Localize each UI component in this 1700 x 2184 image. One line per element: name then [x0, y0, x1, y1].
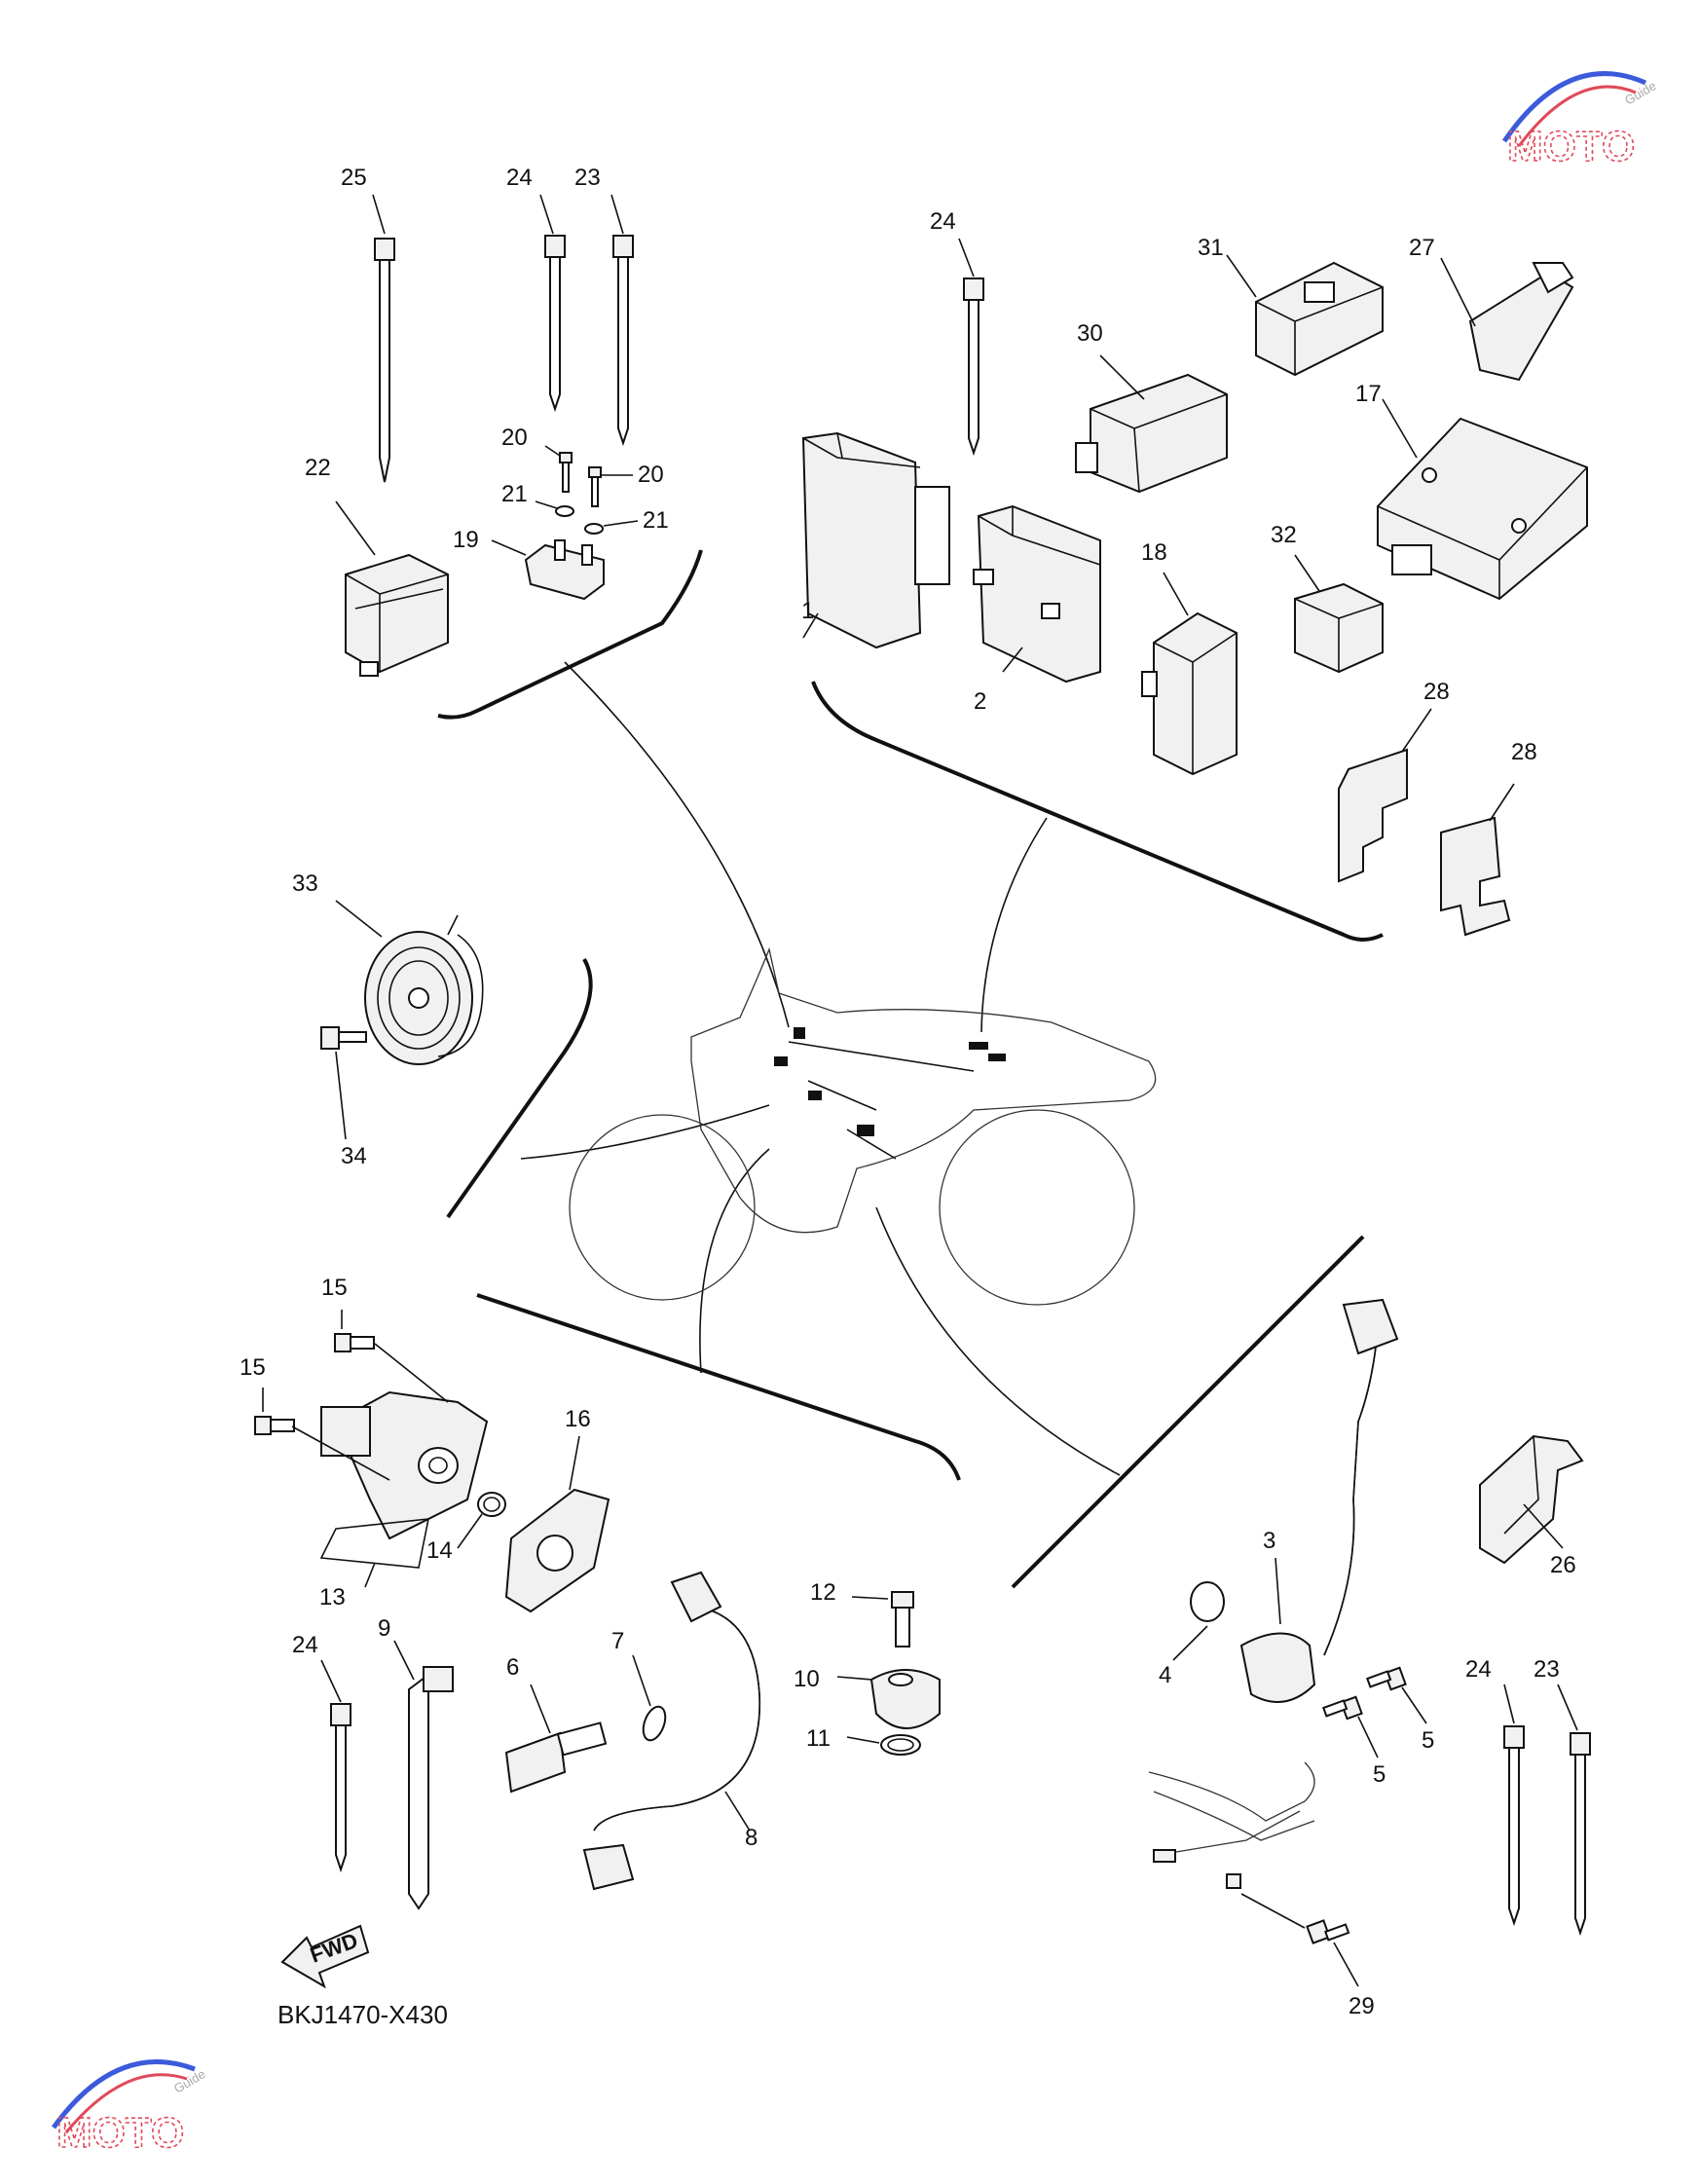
solenoid-19: [491, 539, 605, 601]
diagram-code: BKJ1470-X430: [277, 2000, 448, 2029]
part-label: 7: [611, 1628, 624, 1654]
washer-21: [535, 500, 639, 535]
part-label: 8: [745, 1825, 758, 1851]
part-label: 32: [1271, 522, 1297, 548]
part-label: 19: [453, 527, 479, 553]
sensor-27: [1440, 257, 1574, 382]
part-label: 28: [1423, 679, 1450, 705]
cable-tie-24-lower-left: [320, 1659, 351, 1873]
part-label: 6: [506, 1654, 519, 1681]
label-28-a: [1338, 708, 1432, 883]
part-label: 4: [1159, 1662, 1171, 1688]
part-label: 5: [1373, 1761, 1386, 1788]
part-label: 21: [501, 481, 528, 507]
group-borders: [437, 549, 1384, 1589]
bolt-34: [320, 1026, 367, 1140]
bolt-12: [851, 1591, 914, 1647]
part-label: 5: [1422, 1727, 1434, 1754]
relay-22: [335, 500, 449, 677]
part-label: 24: [292, 1632, 318, 1658]
relay-32: [1294, 554, 1384, 674]
part-label: 23: [574, 165, 601, 191]
part-label: 24: [1465, 1656, 1492, 1683]
watermark-bottom-left: MOTO Guide: [51, 2059, 208, 2158]
part-label: 15: [321, 1275, 348, 1301]
part-label: 12: [810, 1579, 836, 1606]
part-label: 23: [1534, 1656, 1560, 1683]
part-label: 18: [1141, 539, 1167, 566]
arrow-fwd: FWD: [280, 1924, 370, 1989]
part-label: 25: [341, 165, 367, 191]
relay-18: [1141, 572, 1238, 776]
part-label: 13: [319, 1584, 346, 1610]
part-label: 3: [1263, 1528, 1275, 1554]
cable-tie-24-upper-right: [958, 238, 984, 457]
part-label: 16: [565, 1406, 591, 1432]
screw-5-upper: [1366, 1666, 1427, 1724]
cover-31: [1226, 254, 1384, 377]
part-label: 31: [1198, 235, 1224, 261]
part-label: 28: [1511, 739, 1537, 765]
watermark-brand: MOTO: [1507, 123, 1635, 170]
part-label: 24: [506, 165, 533, 191]
o-ring-14: [457, 1492, 506, 1549]
cable-tie-23: [610, 194, 634, 447]
part-label: 11: [806, 1725, 831, 1752]
band-9: [393, 1640, 454, 1910]
screw-5-lower: [1322, 1695, 1379, 1758]
part-label: 9: [378, 1615, 390, 1642]
valve-assembly-13: [291, 1343, 489, 1588]
part-label: 33: [292, 870, 318, 897]
horn-33: [335, 900, 484, 1065]
bracket-29: [1148, 1761, 1359, 1987]
part-labels: 25 24 23 20 20 21 21 19 22 24 31 27 30 1…: [240, 165, 1576, 2019]
part-label: 20: [638, 462, 664, 488]
part-label: 17: [1355, 381, 1382, 407]
part-label: 1: [801, 598, 814, 624]
watermark-sub: Guide: [171, 2066, 208, 2095]
cable-tie-25: [372, 194, 395, 483]
leader-curves: [520, 661, 1121, 1476]
cable-tie-23-lower-right: [1557, 1684, 1591, 1937]
rectifier-17: [1377, 398, 1588, 601]
part-label: 2: [974, 688, 986, 715]
label-28-b: [1440, 783, 1515, 937]
motorcycle-silhouette: [569, 946, 1157, 1306]
part-label: 15: [240, 1354, 266, 1381]
part-label: 20: [501, 425, 528, 451]
relay-30: [1075, 354, 1228, 494]
part-label: 29: [1349, 1993, 1375, 2019]
part-label: 26: [1550, 1552, 1576, 1578]
sensor-6: [504, 1684, 608, 1794]
part-label: 24: [930, 208, 956, 235]
cable-tie-24-lower-right: [1503, 1684, 1525, 1927]
gasket-16: [504, 1435, 610, 1613]
part-label: 21: [643, 507, 669, 534]
part-label: 14: [426, 1537, 453, 1564]
module-2: [973, 504, 1101, 684]
part-label: 34: [341, 1143, 367, 1169]
wire-harness-3: [1239, 1298, 1399, 1703]
part-label: 27: [1409, 235, 1435, 261]
part-label: 22: [305, 455, 331, 481]
watermark-brand: MOTO: [56, 2109, 184, 2157]
ecu-1: [801, 431, 950, 649]
part-label: 30: [1077, 320, 1103, 347]
cover-26: [1479, 1434, 1584, 1565]
o-ring-11: [846, 1734, 921, 1756]
bolt-15-lower: [254, 1388, 295, 1435]
cable-tie-24: [539, 194, 566, 413]
bolt-20: [544, 445, 633, 507]
sensor-lead-8: [582, 1571, 761, 1891]
bolt-15-upper: [334, 1310, 375, 1352]
sensor-10: [836, 1669, 941, 1729]
o-ring-4: [1172, 1581, 1225, 1661]
part-label: 10: [794, 1666, 820, 1692]
gasket-7: [632, 1654, 667, 1742]
watermark-top-right: MOTO Guide: [1501, 71, 1659, 171]
